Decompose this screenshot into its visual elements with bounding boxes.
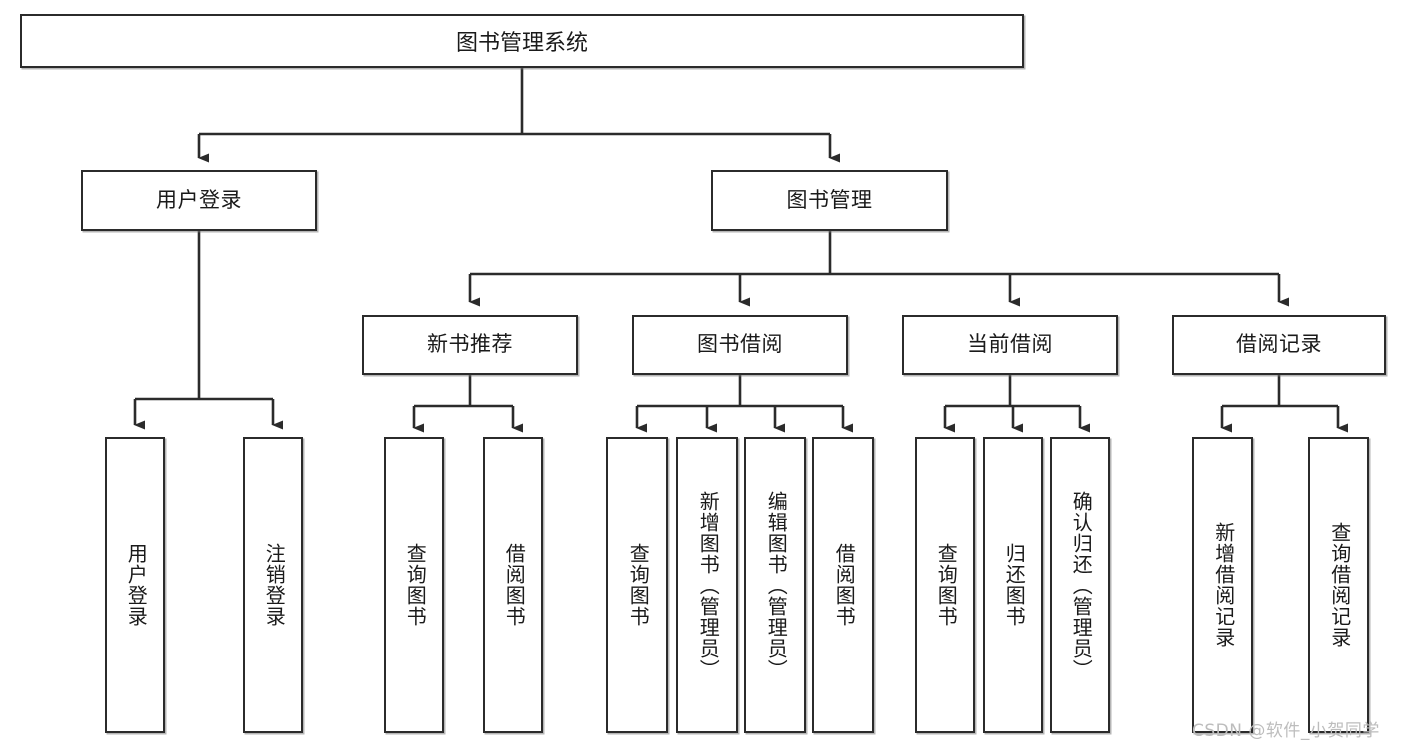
leaf-current-query-book[interactable]: 查询图书 <box>915 437 975 733</box>
leaf-current-confirm-return-admin[interactable]: 确认归还（管理员） <box>1050 437 1110 733</box>
node-label: 图书管理 <box>786 188 873 212</box>
node-label: 归还图书 <box>1002 543 1025 627</box>
leaf-records-query-record[interactable]: 查询借阅记录 <box>1308 437 1369 733</box>
leaf-borrow-edit-book-admin[interactable]: 编辑图书（管理员） <box>744 437 806 733</box>
node-label: 借阅图书 <box>502 543 525 627</box>
node-label: 当前借阅 <box>967 333 1053 357</box>
node-label: 查询图书 <box>626 543 649 627</box>
node-label: 借阅图书 <box>832 543 855 627</box>
node-book-borrow[interactable]: 图书借阅 <box>632 315 848 375</box>
node-label: 新增图书（管理员） <box>696 490 719 680</box>
node-label: 借阅记录 <box>1236 333 1322 357</box>
node-label: 图书管理系统 <box>455 30 588 55</box>
leaf-current-return-book[interactable]: 归还图书 <box>983 437 1043 733</box>
node-borrow-records[interactable]: 借阅记录 <box>1172 315 1386 375</box>
node-label: 注销登录 <box>262 543 285 627</box>
node-label: 编辑图书（管理员） <box>764 490 787 680</box>
leaf-logout[interactable]: 注销登录 <box>243 437 303 733</box>
node-label: 新书推荐 <box>427 333 513 357</box>
leaf-recommend-borrow-book[interactable]: 借阅图书 <box>483 437 543 733</box>
leaf-borrow-borrow-book[interactable]: 借阅图书 <box>812 437 874 733</box>
node-current-borrow[interactable]: 当前借阅 <box>902 315 1118 375</box>
node-book-management[interactable]: 图书管理 <box>711 170 948 231</box>
csdn-watermark: CSDN @软件_小贺同学 <box>1192 721 1380 741</box>
leaf-borrow-query-book[interactable]: 查询图书 <box>606 437 668 733</box>
node-label: 查询借阅记录 <box>1327 522 1350 648</box>
node-new-book-recommend[interactable]: 新书推荐 <box>362 315 578 375</box>
node-user-login[interactable]: 用户登录 <box>81 170 317 231</box>
leaf-recommend-query-book[interactable]: 查询图书 <box>384 437 444 733</box>
node-label: 确认归还（管理员） <box>1069 490 1092 680</box>
node-label: 查询图书 <box>934 543 957 627</box>
leaf-user-login[interactable]: 用户登录 <box>105 437 165 733</box>
leaf-borrow-add-book-admin[interactable]: 新增图书（管理员） <box>676 437 738 733</box>
node-label: 图书借阅 <box>697 333 783 357</box>
leaf-records-add-record[interactable]: 新增借阅记录 <box>1192 437 1253 733</box>
node-label: 用户登录 <box>124 543 147 627</box>
node-label: 查询图书 <box>403 543 426 627</box>
node-label: 用户登录 <box>156 188 242 212</box>
node-label: 新增借阅记录 <box>1211 522 1234 648</box>
node-root-book-management-system[interactable]: 图书管理系统 <box>20 14 1024 68</box>
